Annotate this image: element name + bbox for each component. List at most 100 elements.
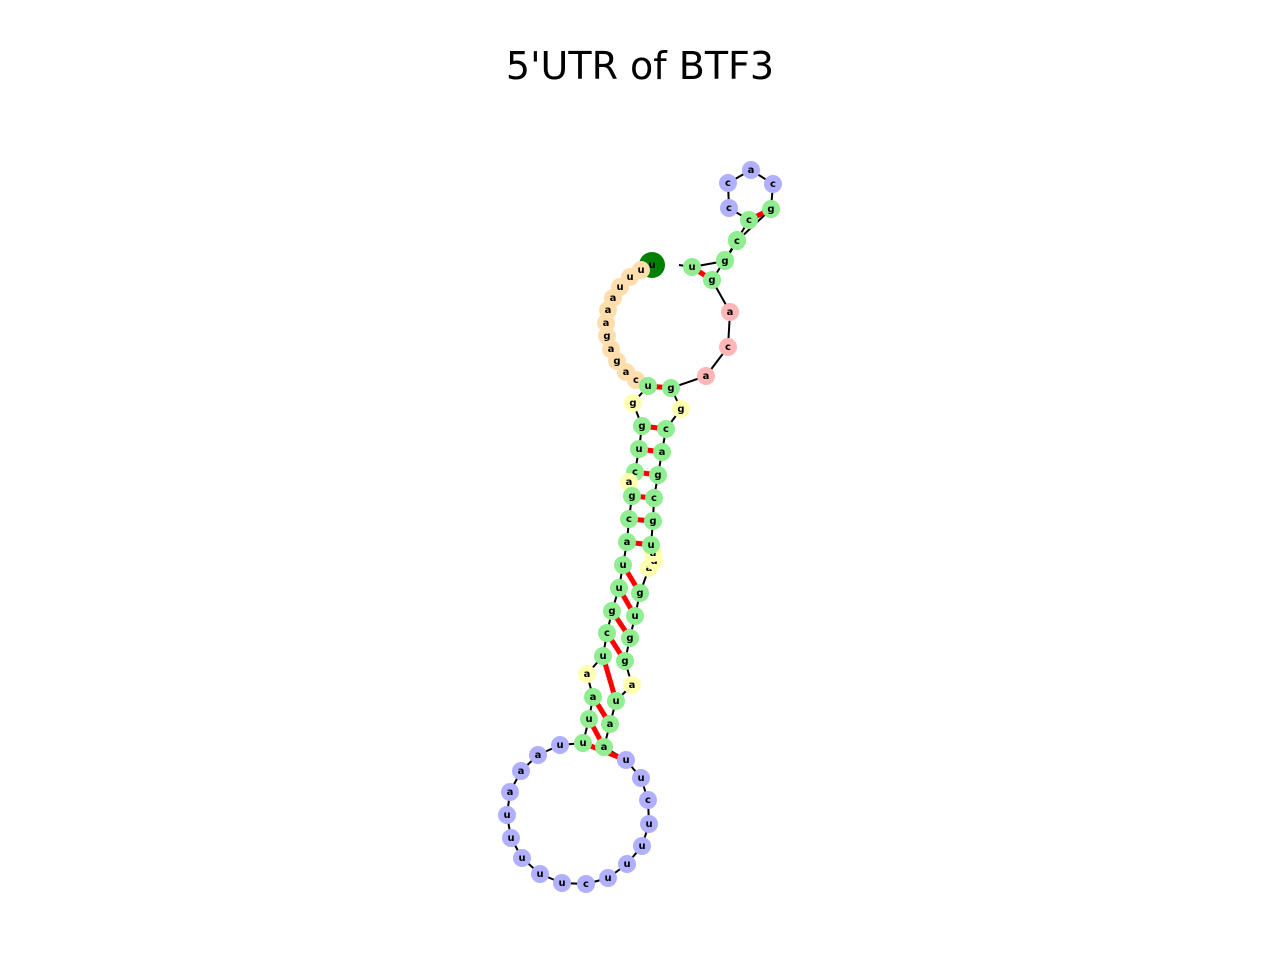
- nucleotide-hairpin-circle: [632, 769, 650, 787]
- nucleotide-multiloop-circle: [721, 303, 739, 321]
- nucleotide-stem: u: [574, 734, 592, 752]
- nucleotide-multiloop: a: [697, 367, 715, 385]
- nucleotide-interior_loop-label: g: [677, 404, 684, 415]
- nucleotide-stem-label: a: [659, 447, 666, 458]
- nucleotide-interior_loop-label: a: [584, 669, 591, 680]
- nucleotide-stem-circle: [683, 258, 701, 276]
- nucleotide-stem: c: [620, 510, 638, 528]
- nucleotide-external-label: a: [605, 305, 612, 316]
- nucleotide-multiloop-circle: [697, 367, 715, 385]
- nucleotide-stem-circle: [633, 417, 651, 435]
- nucleotide-stem-circle: [623, 487, 641, 505]
- nucleotide-stem-circle: [649, 466, 667, 484]
- nucleotide-stem-label: c: [651, 493, 657, 504]
- nucleotide-stem-circle: [610, 579, 628, 597]
- nucleotide-stem-label: g: [636, 588, 643, 599]
- nucleotide-stem-circle: [620, 510, 638, 528]
- nucleotide-hairpin-label: c: [583, 879, 589, 890]
- nucleotide-stem-circle: [657, 420, 675, 438]
- nucleotide-hairpin: a: [501, 783, 519, 801]
- nucleotide-stem-circle: [642, 536, 660, 554]
- nucleotide-stem-label: g: [649, 516, 656, 527]
- nucleotide-hairpin: u: [531, 865, 549, 883]
- nucleotide-stem: a: [601, 715, 619, 733]
- nucleotide-hairpin-circle: [742, 161, 760, 179]
- nucleotide-multiloop-label: c: [725, 342, 731, 353]
- nucleotide-hairpin-circle: [640, 815, 658, 833]
- nucleotide-stem-label: u: [688, 262, 695, 273]
- nucleotide-interior_loop-label: g: [629, 398, 636, 409]
- nucleotide-stem: c: [598, 624, 616, 642]
- nucleotide-stem-circle: [626, 607, 644, 625]
- nucleotide-external-label: a: [623, 367, 630, 378]
- nucleotide-stem: u: [639, 377, 657, 395]
- nucleotide-external-label: a: [608, 344, 615, 355]
- nucleotide-interior_loop-circle: [620, 473, 638, 491]
- nucleotide-hairpin-label: u: [558, 878, 565, 889]
- nucleotide-external-label: u: [637, 265, 644, 276]
- nucleotide-stem-circle: [621, 629, 639, 647]
- nucleotide-hairpin: u: [633, 837, 651, 855]
- nucleotide-stem-label: g: [638, 421, 645, 432]
- nucleotide-stem-circle: [616, 652, 634, 670]
- nucleotide-hairpin-label: u: [623, 859, 630, 870]
- nucleotide-hairpin-label: u: [637, 773, 644, 784]
- nucleotide-multiloop-circle: [719, 338, 737, 356]
- nucleotide-hairpin-label: u: [536, 869, 543, 880]
- nucleotide-external-label: a: [610, 293, 617, 304]
- nucleotide-external-label: u: [626, 272, 633, 283]
- nucleotide-hairpin-circle: [502, 829, 520, 847]
- nucleotide-stem-circle: [703, 271, 721, 289]
- nucleotide-interior_loop: g: [672, 400, 690, 418]
- nucleotide-stem: a: [595, 738, 613, 756]
- nucleotide-hairpin: a: [529, 746, 547, 764]
- nucleotide-stem-circle: [595, 738, 613, 756]
- nucleotide-stem-label: g: [708, 275, 715, 286]
- nucleotide-hairpin: u: [618, 855, 636, 873]
- nucleotide-interior_loop-circle: [624, 394, 642, 412]
- diagram-title: 5'UTR of BTF3: [505, 44, 775, 88]
- nucleotide-hairpin: u: [632, 769, 650, 787]
- nucleotide-stem: u: [610, 579, 628, 597]
- nucleotide-hairpin-label: c: [770, 179, 776, 190]
- nucleotide-stem: g: [716, 252, 734, 270]
- nucleotide-hairpin-label: c: [645, 795, 651, 806]
- nucleotide-stem-circle: [644, 512, 662, 530]
- nucleotide-stem-circle: [607, 692, 625, 710]
- nucleotide-stem-label: u: [615, 583, 622, 594]
- nucleotide-external: a: [597, 314, 615, 332]
- nucleotide-stem: g: [649, 466, 667, 484]
- nucleotide-stem-label: g: [628, 491, 635, 502]
- nucleotide-hairpin: u: [513, 849, 531, 867]
- nucleotide-hairpin-label: a: [507, 787, 514, 798]
- nucleotide-hairpin-circle: [719, 174, 737, 192]
- nucleotide-stem: g: [662, 379, 680, 397]
- nucleotide-stem: u: [614, 556, 632, 574]
- nucleotide-stem-label: a: [601, 742, 608, 753]
- nucleotide-interior_loop: a: [623, 676, 641, 694]
- nucleotide-stem: g: [644, 512, 662, 530]
- nucleotide-stem-label: g: [608, 606, 615, 617]
- nucleotide-hairpin-circle: [599, 869, 617, 887]
- nucleotide-stem-circle: [618, 533, 636, 551]
- nucleotide-stem-label: g: [667, 383, 674, 394]
- nucleotide-stem: u: [580, 710, 598, 728]
- nucleotide-hairpin: u: [551, 736, 569, 754]
- nucleotide-interior_loop-circle: [578, 665, 596, 683]
- nucleotide-multiloop: a: [721, 303, 739, 321]
- nucleotide-stem: u: [626, 607, 644, 625]
- nucleotide-stem-label: g: [621, 656, 628, 667]
- nucleotide-hairpin-label: c: [725, 178, 731, 189]
- nucleotide-stem-label: a: [624, 537, 631, 548]
- nucleotide-hairpin-label: u: [556, 740, 563, 751]
- nucleotide-stem-circle: [740, 211, 758, 229]
- nucleotide-external-label: g: [613, 356, 620, 367]
- nucleotide-stem: u: [683, 258, 701, 276]
- nucleotide-hairpin-circle: [513, 849, 531, 867]
- nucleotide-multiloop: c: [719, 338, 737, 356]
- nucleotide-hairpin-circle: [577, 875, 595, 893]
- nucleotide-hairpin-circle: [764, 175, 782, 193]
- start-nucleotide-label: u: [648, 260, 655, 271]
